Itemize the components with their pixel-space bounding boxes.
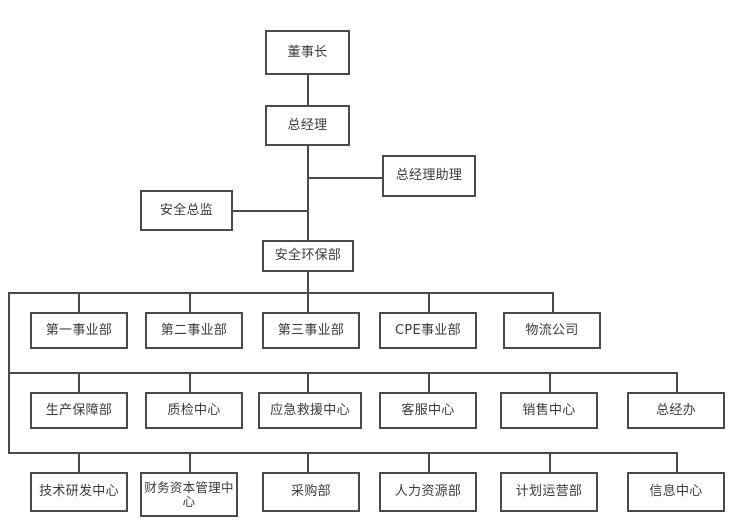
node-division-1[interactable]: 第一事业部: [30, 312, 128, 349]
node-support-6[interactable]: 信息中心: [627, 472, 725, 512]
drop-division-1: [78, 292, 80, 312]
connector-safety-env-to-division-bus: [307, 272, 309, 293]
node-support-5[interactable]: 计划运营部: [500, 472, 598, 512]
node-center-5[interactable]: 销售中心: [500, 392, 598, 429]
drop-center-3: [307, 372, 309, 392]
connector-chairman-to-gm: [307, 75, 309, 105]
connector-gm-to-assistant: [307, 177, 382, 179]
connector-safety-director-to-spine: [233, 210, 309, 212]
node-center-2[interactable]: 质检中心: [145, 392, 243, 429]
drop-support-3: [307, 452, 309, 472]
drop-center-1: [78, 372, 80, 392]
drop-center-5: [549, 372, 551, 392]
drop-support-1: [78, 452, 80, 472]
drop-division-5: [552, 292, 554, 312]
drop-center-4: [428, 372, 430, 392]
node-division-2[interactable]: 第二事业部: [145, 312, 243, 349]
drop-support-6: [676, 452, 678, 472]
bus-support: [8, 452, 678, 454]
node-center-4[interactable]: 客服中心: [379, 392, 477, 429]
node-center-3[interactable]: 应急救援中心: [258, 392, 362, 429]
spine-left-centers-to-support: [8, 372, 10, 454]
drop-division-4: [428, 292, 430, 312]
node-general-manager[interactable]: 总经理: [265, 105, 350, 146]
node-center-1[interactable]: 生产保障部: [30, 392, 128, 429]
drop-division-3: [307, 292, 309, 312]
connector-gm-spine: [307, 146, 309, 240]
node-support-2[interactable]: 财务资本管理中心: [140, 472, 238, 517]
drop-division-2: [189, 292, 191, 312]
node-chairman[interactable]: 董事长: [265, 30, 350, 75]
node-safety-env-dept[interactable]: 安全环保部: [262, 240, 354, 272]
drop-center-6: [676, 372, 678, 392]
bus-divisions: [8, 292, 554, 294]
drop-support-2: [189, 452, 191, 472]
node-division-5[interactable]: 物流公司: [503, 312, 601, 349]
bus-centers: [8, 372, 678, 374]
node-support-4[interactable]: 人力资源部: [379, 472, 477, 512]
node-support-3[interactable]: 采购部: [262, 472, 360, 512]
node-gm-assistant[interactable]: 总经理助理: [382, 155, 476, 197]
node-division-4[interactable]: CPE事业部: [379, 312, 477, 349]
node-center-6[interactable]: 总经办: [627, 392, 725, 429]
node-support-1[interactable]: 技术研发中心: [30, 472, 128, 512]
drop-support-4: [428, 452, 430, 472]
node-safety-director[interactable]: 安全总监: [140, 190, 233, 231]
node-division-3[interactable]: 第三事业部: [262, 312, 360, 349]
spine-left-divisions-to-centers: [8, 292, 10, 374]
drop-support-5: [549, 452, 551, 472]
drop-center-2: [189, 372, 191, 392]
